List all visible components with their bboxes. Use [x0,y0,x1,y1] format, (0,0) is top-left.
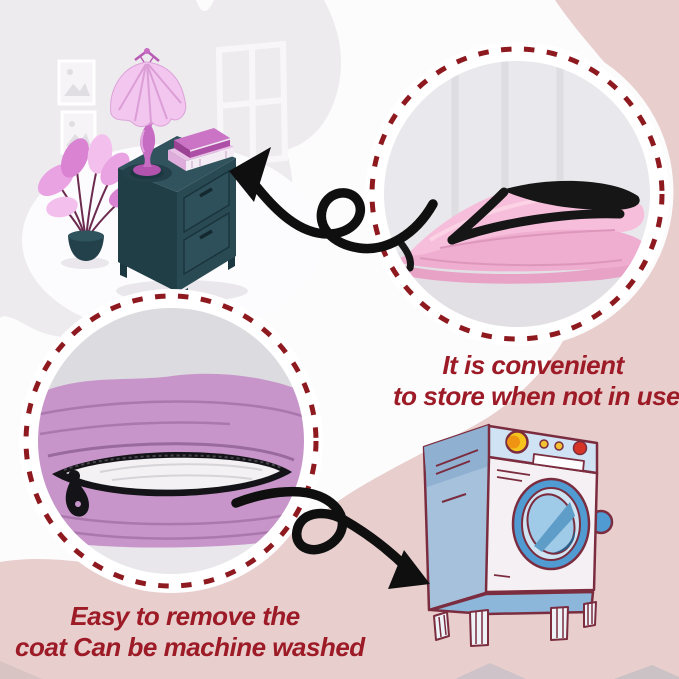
lamp-icon [110,48,187,176]
window-icon [215,40,289,168]
plant-icon [37,134,142,261]
room-illustration [0,0,342,339]
swirl-arrow-store [229,147,438,254]
dashed-border-wash [23,293,319,589]
dashed-border-store [369,46,665,342]
swirl-arrow-wash [231,486,430,589]
washing-machine-icon [422,423,614,647]
books-icon [168,128,234,171]
arrowhead-right-icon [388,550,430,589]
caption-wash-line2: coat Can be machine washed [15,632,365,662]
caption-wash: Easy to remove the coat Can be machine w… [15,601,365,663]
caption-wash-line1: Easy to remove the [70,601,300,631]
arrowhead-left-icon [229,147,271,202]
pot-shadow [61,257,109,269]
caption-store: It is convenient to store when not in us… [393,350,679,412]
caption-store-line1: It is convenient [442,350,624,380]
caption-store-line2: to store when not in use [393,381,679,411]
bottom-triangles-decor [0,661,679,679]
